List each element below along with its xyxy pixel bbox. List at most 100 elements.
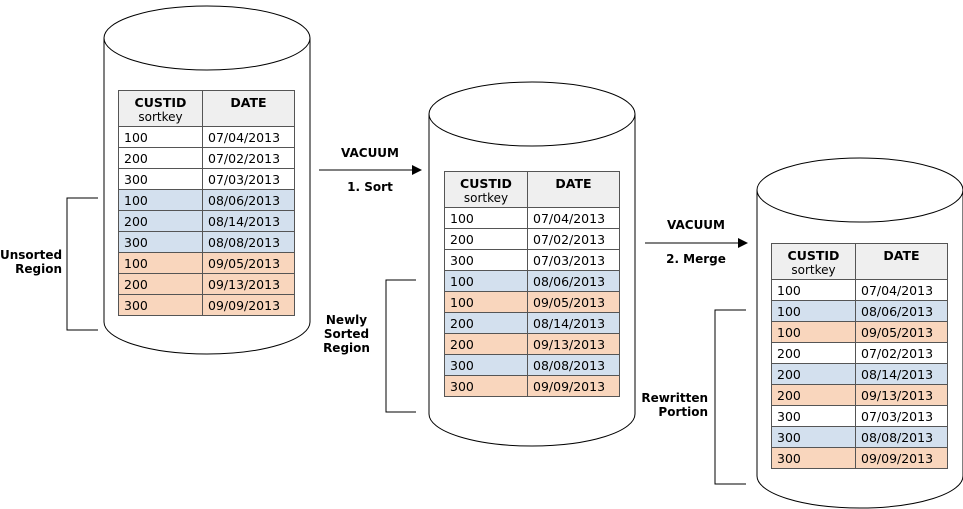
cell-date: 07/04/2013	[527, 207, 620, 229]
vacuum-merge-title: VACUUM	[667, 218, 725, 232]
header-custid: CUSTID sortkey	[771, 243, 856, 280]
cell-date: 07/03/2013	[855, 405, 948, 427]
cell-custid: 100	[444, 291, 528, 313]
table-header-row: CUSTID sortkey DATE	[444, 171, 620, 208]
cell-date: 07/02/2013	[527, 228, 620, 250]
cell-custid: 300	[771, 405, 856, 427]
cell-custid: 100	[118, 252, 203, 274]
arrow-merge	[645, 238, 748, 248]
bracket-unsorted	[66, 197, 98, 331]
cell-date: 07/02/2013	[855, 342, 948, 364]
vacuum-sort-label: 1. Sort	[347, 180, 393, 194]
cell-custid: 300	[118, 231, 203, 253]
cell-custid: 200	[444, 333, 528, 355]
cell-date: 08/08/2013	[527, 354, 620, 376]
cell-custid: 200	[118, 210, 203, 232]
cell-custid: 200	[118, 147, 203, 169]
cell-custid: 100	[118, 189, 203, 211]
header-sortkey: sortkey	[791, 263, 836, 277]
cell-custid: 300	[444, 354, 528, 376]
cell-custid: 200	[771, 384, 856, 406]
cell-date: 09/09/2013	[527, 375, 620, 397]
header-date: DATE	[527, 171, 620, 208]
cell-custid: 200	[444, 228, 528, 250]
arrow-sort	[319, 165, 422, 175]
cell-custid: 100	[118, 126, 203, 148]
cell-custid: 300	[118, 168, 203, 190]
label-newly-sorted-region: Newly Sorted Region	[323, 313, 370, 355]
label-rewritten-portion: Rewritten Portion	[641, 391, 708, 419]
cell-custid: 200	[771, 363, 856, 385]
cell-custid: 200	[118, 273, 203, 295]
cell-custid: 100	[444, 207, 528, 229]
cell-custid: 100	[444, 270, 528, 292]
cell-custid: 200	[771, 342, 856, 364]
cell-custid: 300	[444, 375, 528, 397]
cell-date: 09/05/2013	[202, 252, 295, 274]
cell-date: 08/08/2013	[202, 231, 295, 253]
cell-date: 08/06/2013	[855, 300, 948, 322]
header-date: DATE	[202, 90, 295, 127]
cell-date: 09/05/2013	[855, 321, 948, 343]
cell-custid: 300	[444, 249, 528, 271]
cell-custid: 100	[771, 300, 856, 322]
cell-custid: 200	[444, 312, 528, 334]
cell-date: 08/14/2013	[202, 210, 295, 232]
header-sortkey: sortkey	[138, 110, 183, 124]
bracket-rewritten	[714, 309, 746, 485]
cell-date: 08/14/2013	[527, 312, 620, 334]
cell-date: 07/02/2013	[202, 147, 295, 169]
vacuum-merge-label: 2. Merge	[666, 252, 726, 266]
cell-custid: 300	[771, 447, 856, 469]
cell-date: 08/06/2013	[527, 270, 620, 292]
label-unsorted-region: Unsorted Region	[0, 248, 63, 276]
cell-date: 09/09/2013	[202, 294, 295, 316]
table-header-row: CUSTID sortkey DATE	[771, 243, 948, 280]
cell-date: 09/09/2013	[855, 447, 948, 469]
vacuum-sort-title: VACUUM	[341, 146, 399, 160]
header-custid: CUSTID sortkey	[118, 90, 203, 127]
cell-custid: 300	[118, 294, 203, 316]
cell-date: 09/13/2013	[527, 333, 620, 355]
cell-date: 08/14/2013	[855, 363, 948, 385]
header-sortkey: sortkey	[463, 191, 509, 205]
cell-date: 07/03/2013	[527, 249, 620, 271]
cell-date: 07/04/2013	[855, 279, 948, 301]
header-custid: CUSTID sortkey	[444, 171, 528, 208]
cell-date: 07/04/2013	[202, 126, 295, 148]
cell-date: 08/08/2013	[855, 426, 948, 448]
cell-custid: 100	[771, 279, 856, 301]
cell-date: 07/03/2013	[202, 168, 295, 190]
header-date: DATE	[855, 243, 948, 280]
cell-date: 09/13/2013	[855, 384, 948, 406]
cell-date: 09/13/2013	[202, 273, 295, 295]
cell-date: 08/06/2013	[202, 189, 295, 211]
cell-date: 09/05/2013	[527, 291, 620, 313]
